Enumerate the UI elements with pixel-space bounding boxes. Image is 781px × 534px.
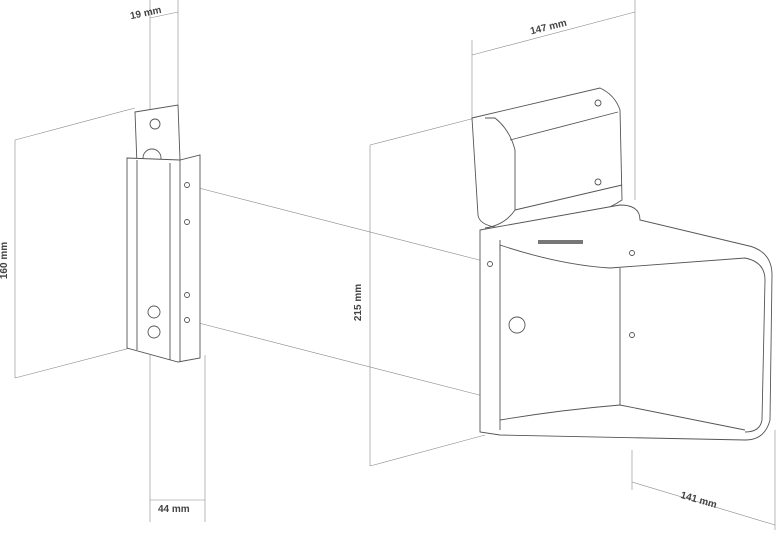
logo-label bbox=[538, 240, 583, 244]
dim-215mm-label: 215 mm bbox=[353, 283, 365, 322]
dim-160mm-label: 160 mm bbox=[0, 241, 11, 280]
dimension-lines bbox=[14, 0, 776, 530]
dim-44mm-label: 44 mm bbox=[158, 504, 190, 515]
strike-plate bbox=[126, 104, 201, 363]
lock-housing bbox=[471, 87, 773, 441]
